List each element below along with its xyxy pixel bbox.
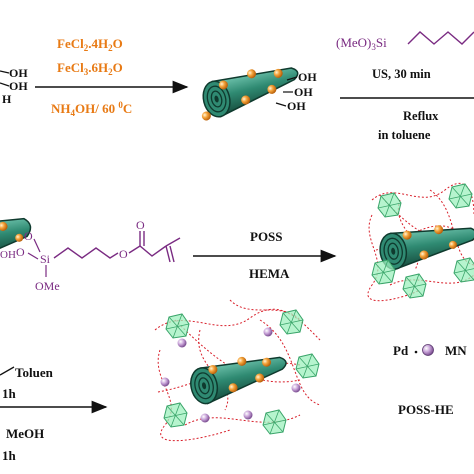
mid-oh-label: OH: [287, 99, 306, 113]
fe3o4-particle: [208, 365, 218, 375]
reaction-conditions-1: FeCl2.4H2O FeCl3.6H2O NH4OH/ 60 0C: [35, 36, 189, 118]
poss-cage: [295, 353, 320, 379]
pd-nanoparticle: [177, 338, 187, 348]
fe3o4-particle: [262, 357, 272, 367]
fe3o4-particle: [218, 80, 228, 90]
pd-nanoparticle: [243, 410, 253, 420]
bond: [0, 70, 10, 74]
legend-pd-swatch: [422, 344, 434, 356]
left-oh-label: H: [2, 92, 12, 106]
oh-label: OH: [0, 249, 16, 261]
fe3o4-particle: [273, 68, 283, 78]
cond-toluene: in toluene: [378, 128, 431, 142]
reagent-fecl3: FeCl3.6H2O: [57, 60, 123, 77]
oxygen-label: O: [16, 245, 25, 259]
legend-mn-label: MN: [445, 343, 467, 358]
reagent-poss: POSS: [250, 229, 283, 244]
reaction-conditions-4: Toluen 1h MeOH 1h: [0, 365, 108, 463]
fe3o4-particle: [434, 225, 444, 235]
reaction-conditions-2: US, 30 min Reflux in toluene: [340, 67, 474, 142]
fe3o4-particle: [255, 373, 265, 383]
tube-fragment: [0, 217, 32, 258]
fe3o4-particle: [402, 230, 412, 240]
silane-reagent: (MeO)3Si: [336, 31, 474, 52]
pd-nanoparticle: [291, 383, 301, 393]
propyl-chain: [53, 247, 119, 259]
cond-reflux: Reflux: [403, 109, 439, 123]
pd-nanoparticle: [200, 413, 210, 423]
methoxy-label: OMe: [35, 279, 60, 293]
ester-oxygen: O: [119, 247, 128, 261]
fe3o4-particle: [267, 84, 277, 94]
legend: Pd MN POSS-HE: [393, 343, 467, 417]
reaction-conditions-3: POSS HEMA: [193, 229, 337, 281]
left-oh-group: OH OH H: [0, 66, 28, 106]
fe3o4-particle: [0, 221, 8, 231]
fe3o4-particle: [15, 233, 24, 242]
slash: [0, 366, 15, 376]
mid-oh-label: OH: [294, 85, 313, 99]
fe3o4-particle: [448, 240, 457, 249]
left-oh-label: OH: [9, 66, 28, 80]
fe3o4-particle: [201, 111, 211, 121]
carbonyl-oxygen: O: [136, 218, 145, 232]
poss-cage: [165, 313, 190, 339]
fe3o4-particle: [241, 95, 251, 105]
poss-cage: [279, 309, 304, 335]
poss-cage: [402, 273, 427, 299]
pd-nanoparticle: [160, 377, 170, 387]
cond-meoh: MeOH: [6, 426, 44, 441]
cond-ultrasound: US, 30 min: [372, 67, 431, 81]
pd-nanoparticle: [263, 327, 273, 337]
reagent-nh4oh: NH4OH/ 60 0C: [51, 100, 132, 118]
reagent-hema: HEMA: [249, 266, 290, 281]
mid-oh-group: OH OH OH: [275, 70, 317, 113]
reagent-fecl2: FeCl2.4H2O: [57, 36, 123, 53]
poss-hema-nanocomposite: [367, 182, 474, 302]
fe3o4-particle: [419, 250, 429, 260]
legend-dot: [414, 350, 418, 354]
product-name: POSS-HE: [398, 402, 454, 417]
left-oh-label: OH: [9, 79, 28, 93]
cond-time-1: 1h: [2, 386, 17, 401]
silicon-label: Si: [40, 252, 51, 266]
poss-cage: [262, 409, 287, 435]
pd-loaded-nanocomposite: [154, 299, 321, 442]
poss-cage: [377, 192, 402, 218]
cond-toluen: Toluen: [15, 365, 54, 380]
magnetic-nanotube-oh: [198, 60, 305, 121]
fe3o4-particle: [228, 383, 238, 393]
fe3o4-particle: [247, 69, 257, 79]
silanized-nanotube: O O OH Si OMe O O: [0, 217, 181, 293]
poss-cage: [448, 183, 473, 209]
fe3o4-particle: [237, 356, 247, 366]
legend-pd-label: Pd: [393, 343, 409, 358]
bond: [0, 82, 10, 87]
cond-time-2: 1h: [2, 448, 17, 463]
mid-oh-label: OH: [298, 70, 317, 84]
silane-formula: (MeO)3Si: [336, 35, 387, 52]
poss-cage: [453, 257, 474, 283]
oxygen-label: O: [24, 229, 33, 243]
poss-cage: [163, 402, 188, 428]
silane-chain: [407, 31, 474, 45]
